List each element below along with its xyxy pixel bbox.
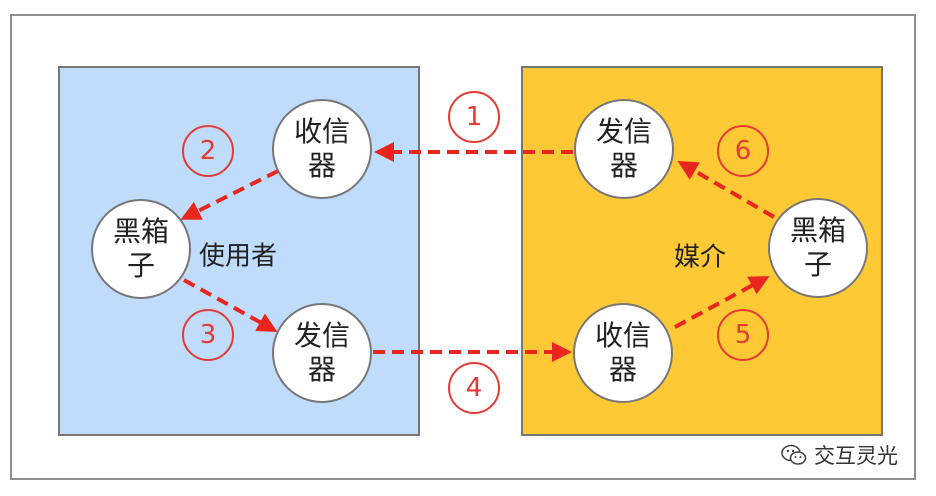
wechat-icon <box>781 444 807 465</box>
arrow-2 <box>180 169 279 220</box>
media-sender-node: 发信器 <box>574 99 674 199</box>
step-6-badge: 6 <box>717 125 769 177</box>
step-5-badge: 5 <box>717 309 769 361</box>
step-1-badge: 1 <box>448 91 500 143</box>
user-blackbox-node: 黑箱子 <box>91 199 191 299</box>
arrow-3 <box>183 278 278 332</box>
watermark: 交互灵光 <box>780 440 898 470</box>
media-panel-label: 媒介 <box>673 242 727 273</box>
step-3-badge: 3 <box>182 309 234 361</box>
step-4-badge: 4 <box>448 362 500 414</box>
arrow-5 <box>674 276 770 329</box>
user-sender-node: 发信器 <box>272 303 372 403</box>
media-blackbox-node: 黑箱子 <box>768 198 868 298</box>
step-2-badge: 2 <box>182 125 234 177</box>
user-receiver-node: 收信器 <box>272 99 372 199</box>
user-panel-label: 使用者 <box>198 241 278 272</box>
media-receiver-node: 收信器 <box>573 303 673 403</box>
watermark-text: 交互灵光 <box>814 444 898 468</box>
